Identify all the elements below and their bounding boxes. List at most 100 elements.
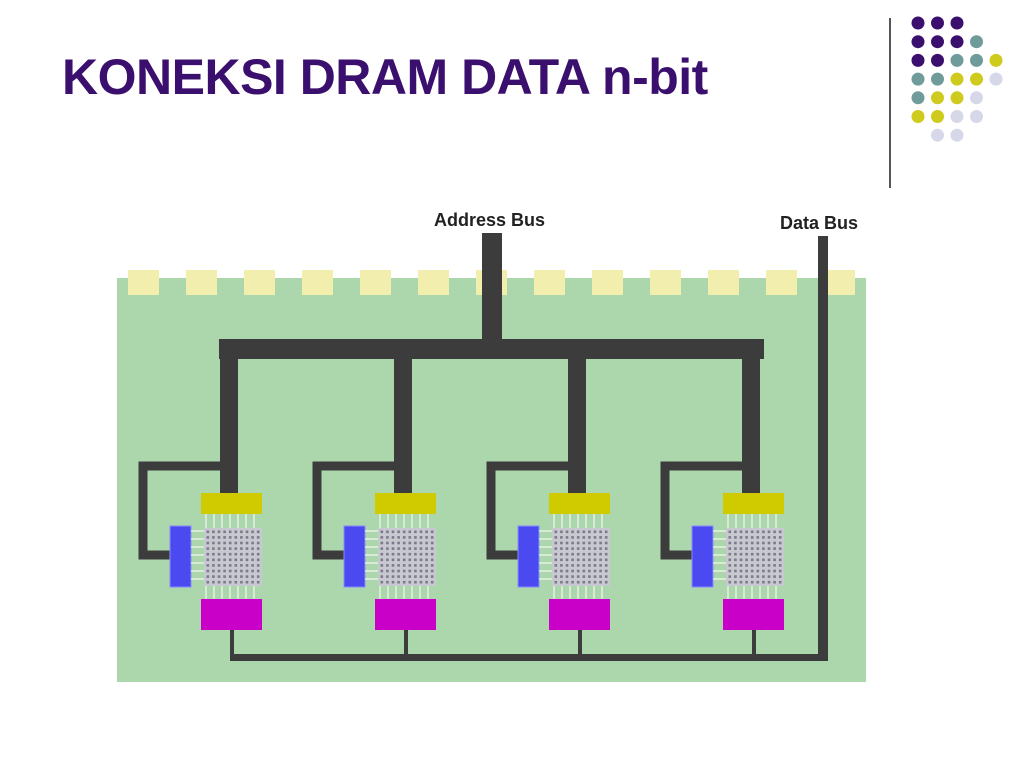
row-decoder xyxy=(691,525,714,588)
memory-cell xyxy=(386,541,389,545)
memory-cell xyxy=(414,541,417,545)
memory-cell xyxy=(756,564,760,567)
memory-cell xyxy=(425,536,428,539)
memory-cell xyxy=(728,564,732,567)
memory-cell xyxy=(593,547,597,550)
memory-cell xyxy=(565,536,569,539)
memory-cell xyxy=(408,541,412,545)
memory-cell xyxy=(212,552,215,556)
memory-cell xyxy=(734,564,737,567)
memory-cell xyxy=(734,569,737,573)
edge-pin xyxy=(592,270,623,295)
memory-cell xyxy=(745,536,748,539)
column-decoder xyxy=(375,493,436,514)
memory-cell xyxy=(762,552,765,556)
memory-cell xyxy=(767,541,771,545)
bus-lines xyxy=(219,233,828,661)
memory-cell xyxy=(745,558,748,562)
memory-cell xyxy=(251,564,254,567)
memory-cell xyxy=(425,541,428,545)
edge-pin xyxy=(128,270,159,295)
memory-cell xyxy=(223,552,226,556)
memory-cell xyxy=(778,530,782,534)
memory-cell xyxy=(240,536,243,539)
memory-cell xyxy=(425,569,428,573)
memory-cell xyxy=(391,564,395,567)
memory-cell xyxy=(745,569,748,573)
memory-cell xyxy=(571,569,574,573)
memory-cell xyxy=(593,536,597,539)
column-decoder xyxy=(549,493,610,514)
memory-cell xyxy=(599,558,602,562)
decorative-dot xyxy=(931,35,944,49)
decorative-divider xyxy=(889,18,891,188)
memory-cell xyxy=(762,536,765,539)
memory-cell xyxy=(560,547,563,550)
memory-cell xyxy=(408,547,412,550)
memory-cell xyxy=(762,558,765,562)
memory-cell xyxy=(560,552,563,556)
memory-cell xyxy=(228,580,232,584)
memory-cell xyxy=(767,569,771,573)
memory-cell xyxy=(408,564,412,567)
memory-cell xyxy=(773,541,776,545)
memory-cell xyxy=(745,547,748,550)
memory-cell xyxy=(380,536,384,539)
edge-pin xyxy=(650,270,681,295)
memory-cell xyxy=(554,564,558,567)
memory-cell xyxy=(228,547,232,550)
memory-cell xyxy=(745,564,748,567)
memory-cell xyxy=(380,552,384,556)
memory-cell xyxy=(380,564,384,567)
memory-cell xyxy=(234,558,238,562)
memory-cell xyxy=(256,564,260,567)
data-bus-line xyxy=(818,236,828,661)
memory-cell xyxy=(588,536,591,539)
memory-cell xyxy=(554,569,558,573)
memory-cell xyxy=(576,547,580,550)
memory-cell xyxy=(582,580,586,584)
memory-cell xyxy=(402,547,406,550)
memory-cell xyxy=(223,536,226,539)
memory-cell xyxy=(228,564,232,567)
memory-cell xyxy=(206,541,210,545)
memory-cell xyxy=(582,558,586,562)
memory-cell xyxy=(386,575,389,578)
decorative-dot xyxy=(950,53,964,67)
memory-cell xyxy=(767,558,771,562)
memory-cell xyxy=(582,541,586,545)
memory-cell xyxy=(565,580,569,584)
memory-cell xyxy=(212,541,215,545)
memory-cell xyxy=(750,564,754,567)
memory-cell xyxy=(745,552,748,556)
memory-cell xyxy=(588,541,591,545)
memory-cell xyxy=(240,564,243,567)
edge-pin xyxy=(302,270,333,295)
memory-cell xyxy=(576,575,580,578)
memory-cell xyxy=(745,530,748,534)
memory-cell xyxy=(240,569,243,573)
data-connection xyxy=(230,630,234,658)
memory-cell xyxy=(425,558,428,562)
address-bus-label: Address Bus xyxy=(434,210,545,230)
memory-cell xyxy=(565,541,569,545)
dram-chips xyxy=(138,350,784,658)
memory-cell xyxy=(402,536,406,539)
memory-cell xyxy=(773,547,776,550)
memory-cell xyxy=(750,530,754,534)
memory-cell xyxy=(762,575,765,578)
memory-cell xyxy=(582,564,586,567)
memory-cell xyxy=(217,541,221,545)
decorative-dot xyxy=(911,91,925,105)
row-decoder xyxy=(169,525,192,588)
memory-cell xyxy=(206,564,210,567)
memory-cell xyxy=(391,575,395,578)
memory-cell xyxy=(223,575,226,578)
memory-cell xyxy=(588,564,591,567)
memory-cell xyxy=(588,575,591,578)
memory-cell xyxy=(571,575,574,578)
memory-cell xyxy=(419,564,423,567)
memory-cell xyxy=(778,558,782,562)
memory-cell xyxy=(762,580,765,584)
memory-cell xyxy=(251,552,254,556)
